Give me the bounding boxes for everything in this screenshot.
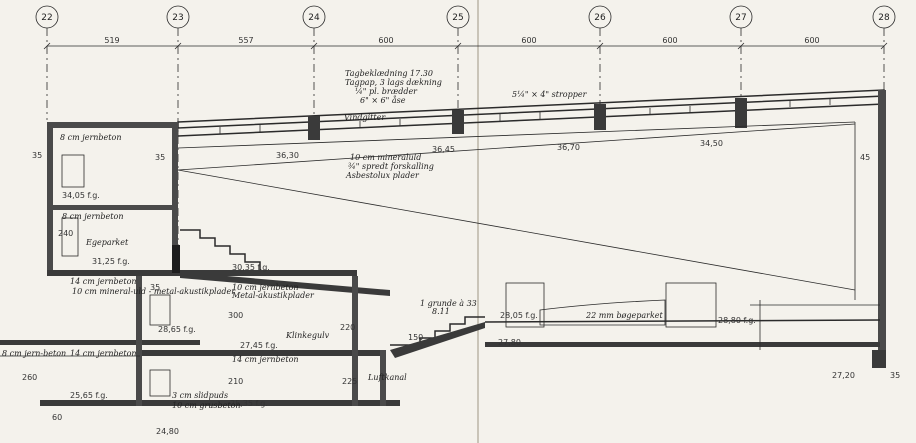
axis-bubble-28: 28 <box>872 5 896 29</box>
svg-text:22: 22 <box>41 13 52 23</box>
dim-5: 220 <box>340 323 355 332</box>
level-31-25: 31,25 f.g. <box>92 257 130 266</box>
level-27-80: 27,80 <box>498 338 521 347</box>
roof-note-2: Tagpap, 3 lags dækning <box>345 78 442 87</box>
svg-text:28: 28 <box>878 13 890 23</box>
fill-label-5: Klinkegulv <box>285 331 330 340</box>
axis-bubble-22: 22 <box>35 5 59 29</box>
svg-text:23: 23 <box>172 13 183 23</box>
level-36-45: 36,45 <box>432 145 455 154</box>
balcony-steps <box>180 229 261 270</box>
roof-note-1: Tagbeklædning 17.30 <box>345 69 433 78</box>
ceiling-note-3: Asbestolux plader <box>345 171 420 180</box>
dim-2: 45 <box>860 153 870 162</box>
dim-6: 240 <box>58 229 73 238</box>
fill-label-4: 22 mm bøgeparket <box>585 311 664 320</box>
slab-label-2: 8 cm jernbeton <box>62 212 123 221</box>
fill-label-2: Metal-akustikplader <box>231 291 315 300</box>
fill-label-6: Luftkanal <box>367 373 407 382</box>
axis-bubble-27: 27 <box>729 5 753 29</box>
svg-text:24: 24 <box>308 13 320 23</box>
lower-floors <box>0 276 400 406</box>
slab-label-1: 8 cm jernbeton <box>60 133 121 142</box>
level-28-65: 28,65 f.g. <box>158 325 196 334</box>
balcony-slab <box>180 272 390 296</box>
fill-label-8: 10 cm grusbeton <box>172 401 241 410</box>
fill-label-3: Egeparket <box>85 238 129 247</box>
spacing-27-28: 600 <box>804 36 819 45</box>
spacing-23-24: 557 <box>238 36 253 45</box>
level-36-70: 36,70 <box>557 143 580 152</box>
slab-label-4: 14 cm jernbeton <box>70 349 137 358</box>
ceiling-note-2: ¾" spredt forskalling <box>348 162 434 171</box>
dim-9: 260 <box>22 373 37 382</box>
roof-note-3: ¼" pl. brædder <box>355 87 418 96</box>
roof-note-4: 6" × 6" åse <box>360 96 406 105</box>
axis-bubble-26: 26 <box>588 5 612 29</box>
spacing-22-23: 519 <box>104 36 119 45</box>
fill-label-1: 10 cm mineral-uld - metal-akustikplader <box>72 287 236 296</box>
dim-8: 225 <box>342 377 357 386</box>
stair-stringer <box>390 322 485 358</box>
left-block <box>47 122 357 276</box>
dim-3: 35 <box>150 283 160 292</box>
stair-note: 1 grunde à 33 <box>420 299 477 308</box>
dim-7: 210 <box>228 377 243 386</box>
ceiling-and-sightlines <box>177 121 856 300</box>
slab-label-6: 14 cm jernbeton <box>232 355 299 364</box>
right-wall <box>878 90 886 358</box>
level-28-80: 28,80 f.g. <box>718 316 756 325</box>
level-27-20: 27,20 <box>832 371 855 380</box>
slab-label-5: 10 cm jernbeton <box>232 283 299 292</box>
dim-12: 35 <box>890 371 900 380</box>
level-28-05: 28,05 f.g. <box>500 311 538 320</box>
auditorium-floor <box>484 282 886 368</box>
roof-beams <box>308 98 747 140</box>
axis-dimension-line: 519 557 600 600 600 600 <box>43 36 888 50</box>
dim-1: 35 <box>32 151 42 160</box>
svg-text:25: 25 <box>452 13 463 23</box>
level-36-30: 36,30 <box>276 151 299 160</box>
dim-10: 150 <box>408 333 423 342</box>
axis-bubble-24: 24 <box>302 5 326 29</box>
svg-text:27: 27 <box>735 13 746 23</box>
level-25-35: 25,35 f.g. <box>230 399 268 408</box>
spacing-26-27: 600 <box>662 36 677 45</box>
axis-bubble-25: 25 <box>446 5 470 29</box>
level-30-35: 30,35 f.g. <box>232 263 270 272</box>
slab-label-3: 14 cm jernbeton <box>70 277 137 286</box>
ceiling-note-1: 10 cm mineraluld <box>350 153 421 162</box>
spacing-24-25: 600 <box>378 36 393 45</box>
dim-4: 300 <box>228 311 243 320</box>
stair-note-2: 8.11 <box>432 307 450 316</box>
axis-bubble-23: 23 <box>166 5 190 29</box>
dim-13: 60 <box>52 413 62 422</box>
truss-note: 5¼" × 4" stropper <box>512 90 588 99</box>
level-34-50: 34,50 <box>700 139 723 148</box>
level-24-80: 24,80 <box>156 427 179 436</box>
level-27-45: 27,45 f.g. <box>240 341 278 350</box>
level-25-65: 25,65 f.g. <box>70 391 108 400</box>
spacing-25-26: 600 <box>521 36 536 45</box>
svg-text:26: 26 <box>594 13 606 23</box>
vindgitter-label: Vindgitter <box>344 113 386 122</box>
level-34-05: 34,05 f.g. <box>62 191 100 200</box>
slab-label-7: 8 cm jern-beton <box>2 349 66 358</box>
fill-label-7: 3 cm slidpuds <box>172 391 228 400</box>
dim-11: 35 <box>155 153 165 162</box>
